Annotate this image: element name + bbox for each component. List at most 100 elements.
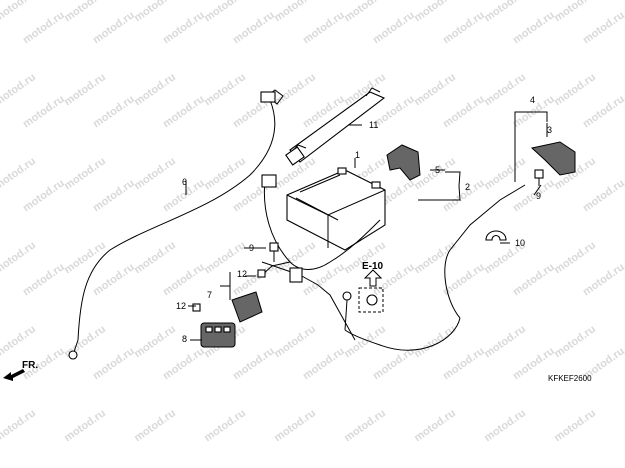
front-label: FR. — [22, 360, 38, 371]
watermark-text: motod.ru — [132, 155, 178, 192]
callout-7: 7 — [207, 290, 212, 300]
leader-lines — [185, 111, 548, 341]
watermark-text: motod.ru — [482, 0, 528, 24]
callout-11: 11 — [369, 120, 378, 130]
watermark-text: motod.ru — [552, 0, 598, 24]
watermark-text: motod.ru — [441, 9, 487, 46]
watermark-text: motod.ru — [272, 407, 318, 444]
watermark-text: motod.ru — [371, 9, 417, 46]
watermark-text: motod.ru — [301, 9, 347, 46]
watermark-text: motod.ru — [412, 323, 458, 360]
reference-e10: E-10 — [362, 261, 384, 272]
relay-7 — [231, 291, 263, 323]
callout-12-b: 12 — [176, 301, 186, 311]
watermark-text: motod.ru — [91, 261, 137, 298]
watermark-text: motod.ru — [441, 177, 487, 214]
callout-5: 5 — [435, 165, 440, 175]
watermark-text: motod.ru — [132, 323, 178, 360]
watermark-text: motod.ru — [441, 345, 487, 382]
watermark-text: motod.ru — [231, 345, 277, 382]
watermark-text: motod.ru — [132, 239, 178, 276]
fastener-12-a — [257, 269, 266, 278]
watermark-text: motod.ru — [272, 0, 318, 24]
watermark-text: motod.ru — [412, 407, 458, 444]
watermark-text: motod.ru — [482, 71, 528, 108]
watermark-text: motod.ru — [62, 407, 108, 444]
watermark-text: motod.ru — [0, 239, 38, 276]
watermark-text: motod.ru — [62, 0, 108, 24]
bolt-9-right — [534, 169, 544, 186]
watermark-text: motod.ru — [511, 9, 557, 46]
watermark-text: motod.ru — [21, 177, 67, 214]
watermark-text: motod.ru — [412, 0, 458, 24]
watermark-text: motod.ru — [511, 261, 557, 298]
clamp-10 — [485, 230, 507, 241]
wire-harness — [261, 174, 381, 341]
watermark-text: motod.ru — [202, 407, 248, 444]
watermark-text: motod.ru — [581, 261, 625, 298]
callout-8: 8 — [182, 334, 187, 344]
watermark-text: motod.ru — [272, 323, 318, 360]
watermark-text: motod.ru — [581, 177, 625, 214]
watermark-text: motod.ru — [132, 0, 178, 24]
cable-4 — [342, 184, 526, 351]
bracket-3 — [530, 141, 576, 176]
watermark-text: motod.ru — [231, 9, 277, 46]
watermark-text: motod.ru — [342, 0, 388, 24]
callout-10: 10 — [515, 238, 525, 248]
watermark-text: motod.ru — [132, 407, 178, 444]
watermark-text: motod.ru — [301, 345, 347, 382]
callout-9-left: 9 — [249, 243, 254, 253]
watermark-text: motod.ru — [21, 93, 67, 130]
watermark-text: motod.ru — [161, 261, 207, 298]
watermark-text: motod.ru — [91, 9, 137, 46]
callout-9-right: 9 — [536, 191, 541, 201]
watermark-text: motod.ru — [342, 407, 388, 444]
watermark-text: motod.ru — [161, 93, 207, 130]
front-arrow: FR. — [3, 360, 38, 381]
strap-11 — [285, 87, 386, 166]
callout-6: 6 — [182, 177, 187, 187]
watermark-text: motod.ru — [161, 345, 207, 382]
watermark-text: motod.ru — [0, 323, 38, 360]
watermark-text: motod.ru — [0, 155, 38, 192]
starter-relay-8 — [200, 322, 236, 348]
callout-1: 1 — [355, 150, 360, 160]
watermark-text: motod.ru — [202, 155, 248, 192]
watermark-text: motod.ru — [511, 177, 557, 214]
callout-4: 4 — [530, 95, 535, 105]
watermark-text: motod.ru — [581, 9, 625, 46]
cable-6 — [68, 89, 284, 360]
watermark-text: motod.ru — [552, 239, 598, 276]
watermark-text: motod.ru — [0, 71, 38, 108]
watermark-text: motod.ru — [482, 323, 528, 360]
battery-1 — [286, 167, 386, 251]
watermark-text: motod.ru — [441, 93, 487, 130]
terminal-cap-5 — [386, 144, 421, 181]
watermark-text: motod.ru — [412, 71, 458, 108]
watermark-text: motod.ru — [21, 9, 67, 46]
watermark-text: motod.ru — [91, 93, 137, 130]
watermark-text: motod.ru — [0, 407, 38, 444]
callout-12-a: 12 — [237, 269, 247, 279]
watermark-text: motod.ru — [482, 407, 528, 444]
watermark-text: motod.ru — [552, 407, 598, 444]
watermark-text: motod.ru — [0, 0, 38, 24]
watermark-text: motod.ru — [132, 71, 178, 108]
watermark-text: motod.ru — [202, 71, 248, 108]
watermark-text: motod.ru — [202, 0, 248, 24]
watermark-text: motod.ru — [21, 261, 67, 298]
watermark-text: motod.ru — [272, 71, 318, 108]
fastener-12-b — [192, 303, 201, 312]
watermark-text: motod.ru — [62, 71, 108, 108]
callout-2: 2 — [465, 182, 470, 192]
grommet-e10 — [358, 269, 384, 313]
diagram-code: KFKEF2600 — [548, 374, 592, 383]
watermark-text: motod.ru — [552, 71, 598, 108]
watermark-text: motod.ru — [581, 93, 625, 130]
watermark-text: motod.ru — [412, 239, 458, 276]
bolt-9-left — [269, 242, 279, 262]
watermark-text: motod.ru — [62, 155, 108, 192]
